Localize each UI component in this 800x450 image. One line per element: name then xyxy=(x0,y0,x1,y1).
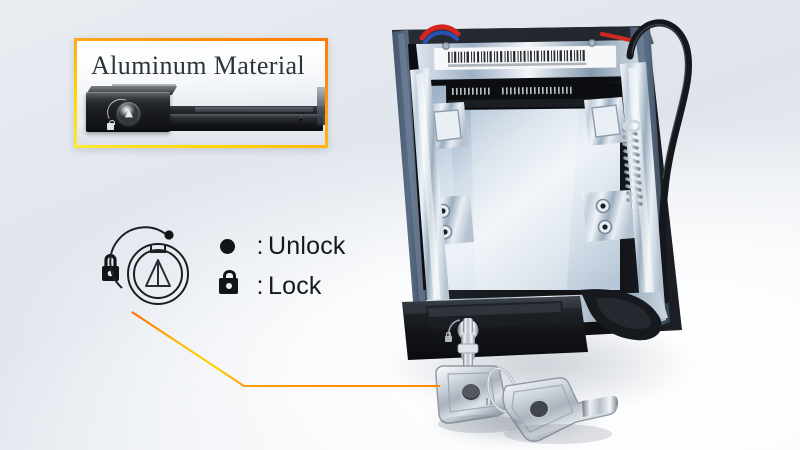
legend-label-lock: Lock xyxy=(268,271,322,300)
handle-arm xyxy=(580,289,662,341)
inset-lock-cylinder xyxy=(117,102,140,125)
top-metal-strip xyxy=(416,39,640,80)
retention-clip-left xyxy=(426,102,468,150)
power-wires xyxy=(419,24,461,44)
inset-chassis-right xyxy=(317,87,325,125)
black-cable xyxy=(626,19,693,304)
red-wire-right xyxy=(600,32,632,42)
legend-list: : Unlock : Lock xyxy=(218,226,346,306)
legend-label-unlock: Unlock xyxy=(268,231,346,260)
retention-clip-right xyxy=(584,97,627,146)
inset-rail-ridge xyxy=(195,107,313,112)
padlock-icon xyxy=(218,269,252,294)
lock-face-diagram xyxy=(127,243,189,305)
sata-connector xyxy=(446,82,623,110)
legend-separator-lock: : xyxy=(256,271,264,300)
inset-bezel-slot xyxy=(112,84,176,88)
chrome-rail-left xyxy=(410,68,452,338)
dot-icon xyxy=(218,238,252,254)
inset-rail xyxy=(163,114,323,131)
legend-separator-unlock: : xyxy=(256,231,264,260)
cam-indicator-icon xyxy=(145,259,171,287)
hdd-mobile-rack-photo xyxy=(330,0,730,450)
legend-row-unlock: : Unlock xyxy=(218,226,346,266)
inset-screw-hole xyxy=(299,117,303,121)
inset-title: Aluminum Material xyxy=(91,51,306,80)
rotation-arc-icon xyxy=(109,226,174,289)
callout-leader-line xyxy=(100,290,480,420)
lock-legend: : Unlock : Lock xyxy=(96,222,356,322)
legend-row-lock: : Lock xyxy=(218,266,346,306)
inserted-key-shaft xyxy=(457,334,479,368)
inset-padlock-icon xyxy=(107,119,115,130)
aluminum-material-callout: Aluminum Material xyxy=(74,38,328,148)
key-spare xyxy=(502,377,618,443)
screw-plate-right xyxy=(582,190,635,242)
